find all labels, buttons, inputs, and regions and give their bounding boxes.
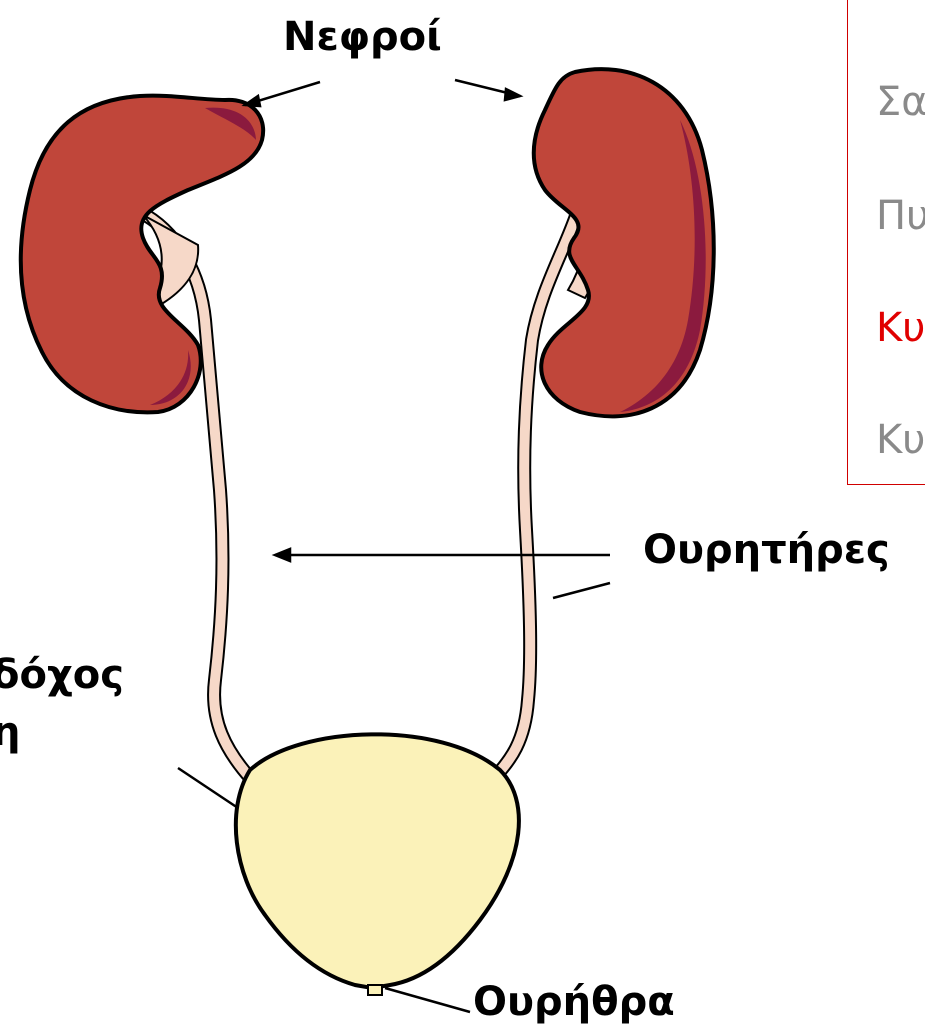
- ureter-arrowhead-left: [275, 549, 290, 561]
- kidneys-label: Νεφροί: [283, 17, 442, 57]
- legend-item: Πυ: [876, 196, 925, 236]
- legend-item: Σα: [876, 82, 925, 122]
- legend-item: Κυ: [876, 420, 925, 460]
- urethra-label: Ουρήθρα: [473, 982, 675, 1022]
- legend-box: Σα Πυ Κυ Κυ: [847, 0, 925, 485]
- legend-item-highlighted: Κυ: [876, 308, 925, 348]
- right-ureter: [490, 205, 597, 782]
- left-kidney: [21, 96, 263, 413]
- kidney-arrowhead-right: [505, 89, 520, 100]
- urethra-pointer: [385, 988, 470, 1012]
- urethra-tube: [368, 985, 382, 995]
- bladder-label-line2: η: [0, 712, 20, 752]
- kidney-arrowhead-left: [245, 96, 260, 106]
- bladder: [236, 734, 519, 995]
- ureter-pointer-right: [553, 583, 610, 598]
- ureters-label: Ουρητήρες: [643, 530, 890, 570]
- bladder-pointer: [178, 768, 238, 808]
- bladder-label-line1: δόχος: [0, 655, 124, 695]
